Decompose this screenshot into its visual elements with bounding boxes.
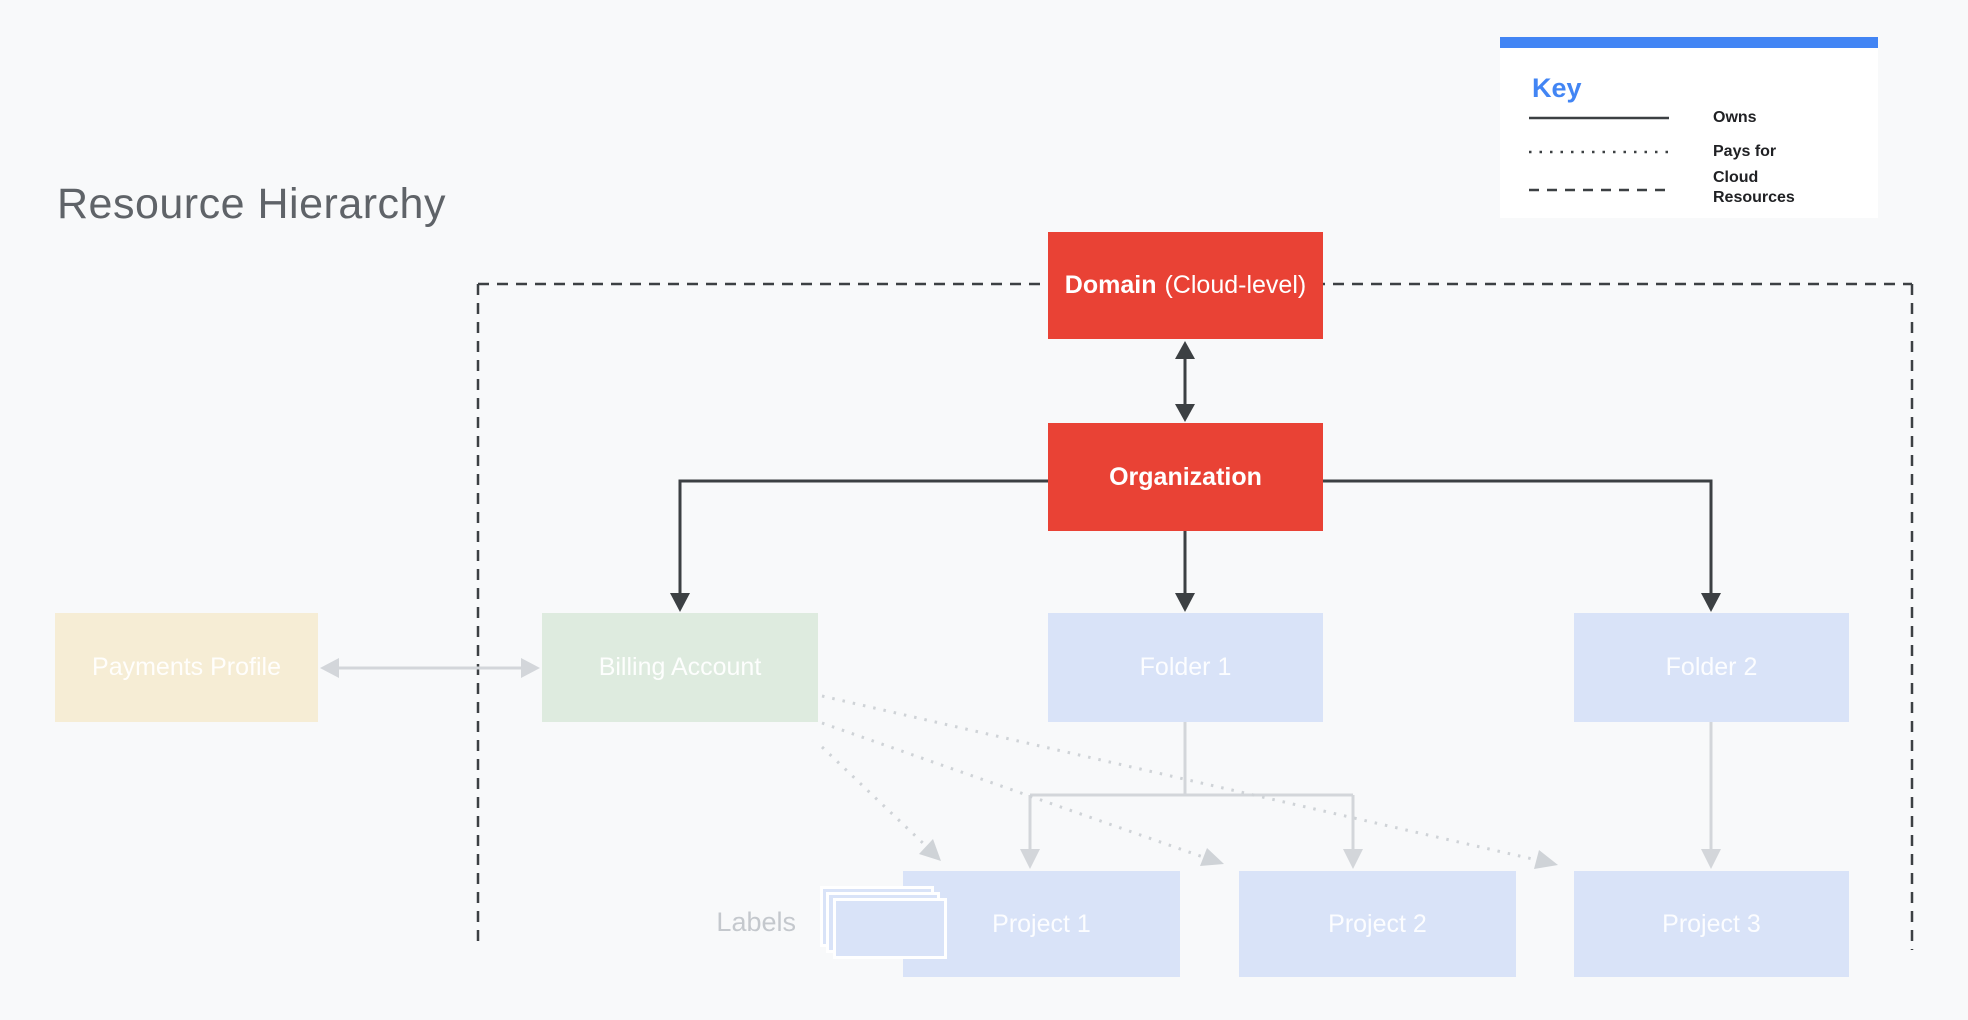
- labels-annotation: Labels: [716, 907, 796, 937]
- cloud-resources-dashed-border: [476, 282, 1914, 950]
- node-billing-account: Billing Account: [542, 613, 818, 722]
- arrow-folder2-project3: [1701, 722, 1721, 869]
- folder-2-label: Folder 2: [1665, 653, 1758, 681]
- project-3-label: Project 3: [1662, 909, 1761, 938]
- node-folder-1: Folder 1: [1048, 613, 1323, 722]
- node-project-2: Project 2: [1239, 871, 1516, 977]
- node-folder-2: Folder 2: [1574, 613, 1849, 722]
- owns-connectors: [670, 341, 1721, 612]
- label-card-front-icon: [833, 898, 947, 959]
- arrow-payments-billing: [320, 658, 540, 678]
- arrow-organization-billing: [670, 479, 1048, 612]
- dotted-billing-project2: [821, 721, 1224, 866]
- node-project-3: Project 3: [1574, 871, 1849, 977]
- payments-profile-label: Payments Profile: [92, 653, 281, 681]
- billing-account-label: Billing Account: [598, 653, 762, 681]
- dotted-billing-project1: [820, 745, 941, 861]
- project-2-label: Project 2: [1328, 909, 1427, 938]
- legend-label-pays-for: Pays for: [1713, 143, 1777, 160]
- legend-label-cloud-resources: Cloud Resources: [1713, 169, 1795, 206]
- organization-label: Organization: [1109, 462, 1262, 491]
- pays-for-connectors: [820, 694, 1558, 869]
- arrow-domain-organization: [1175, 341, 1195, 422]
- key-legend: Key Owns Pays for Cloud Resources: [1500, 37, 1878, 218]
- node-domain: Domain (Cloud-level): [1048, 232, 1323, 339]
- arrow-folder1-projects: [1020, 722, 1363, 869]
- faded-connectors: [320, 658, 1721, 869]
- key-legend-accent-bar: [1500, 37, 1878, 48]
- domain-label-bold: Domain: [1064, 271, 1157, 299]
- key-legend-heading: Key: [1532, 73, 1582, 103]
- project-1-label: Project 1: [992, 909, 1091, 938]
- legend-label-owns: Owns: [1713, 109, 1757, 126]
- arrow-organization-folder1: [1175, 531, 1195, 612]
- node-organization: Organization: [1048, 423, 1323, 531]
- domain-label-rest: (Cloud-level): [1164, 271, 1307, 299]
- arrow-organization-folder2: [1323, 479, 1721, 612]
- node-payments-profile: Payments Profile: [55, 613, 318, 722]
- solid-line-sample: [1529, 116, 1669, 120]
- folder-1-label: Folder 1: [1139, 653, 1232, 681]
- dashed-line-sample: [1529, 188, 1669, 192]
- node-project-1: Project 1: [903, 871, 1180, 977]
- dotted-billing-project3: [821, 694, 1558, 869]
- page-title: Resource Hierarchy: [57, 180, 446, 228]
- dotted-line-sample: [1529, 150, 1669, 154]
